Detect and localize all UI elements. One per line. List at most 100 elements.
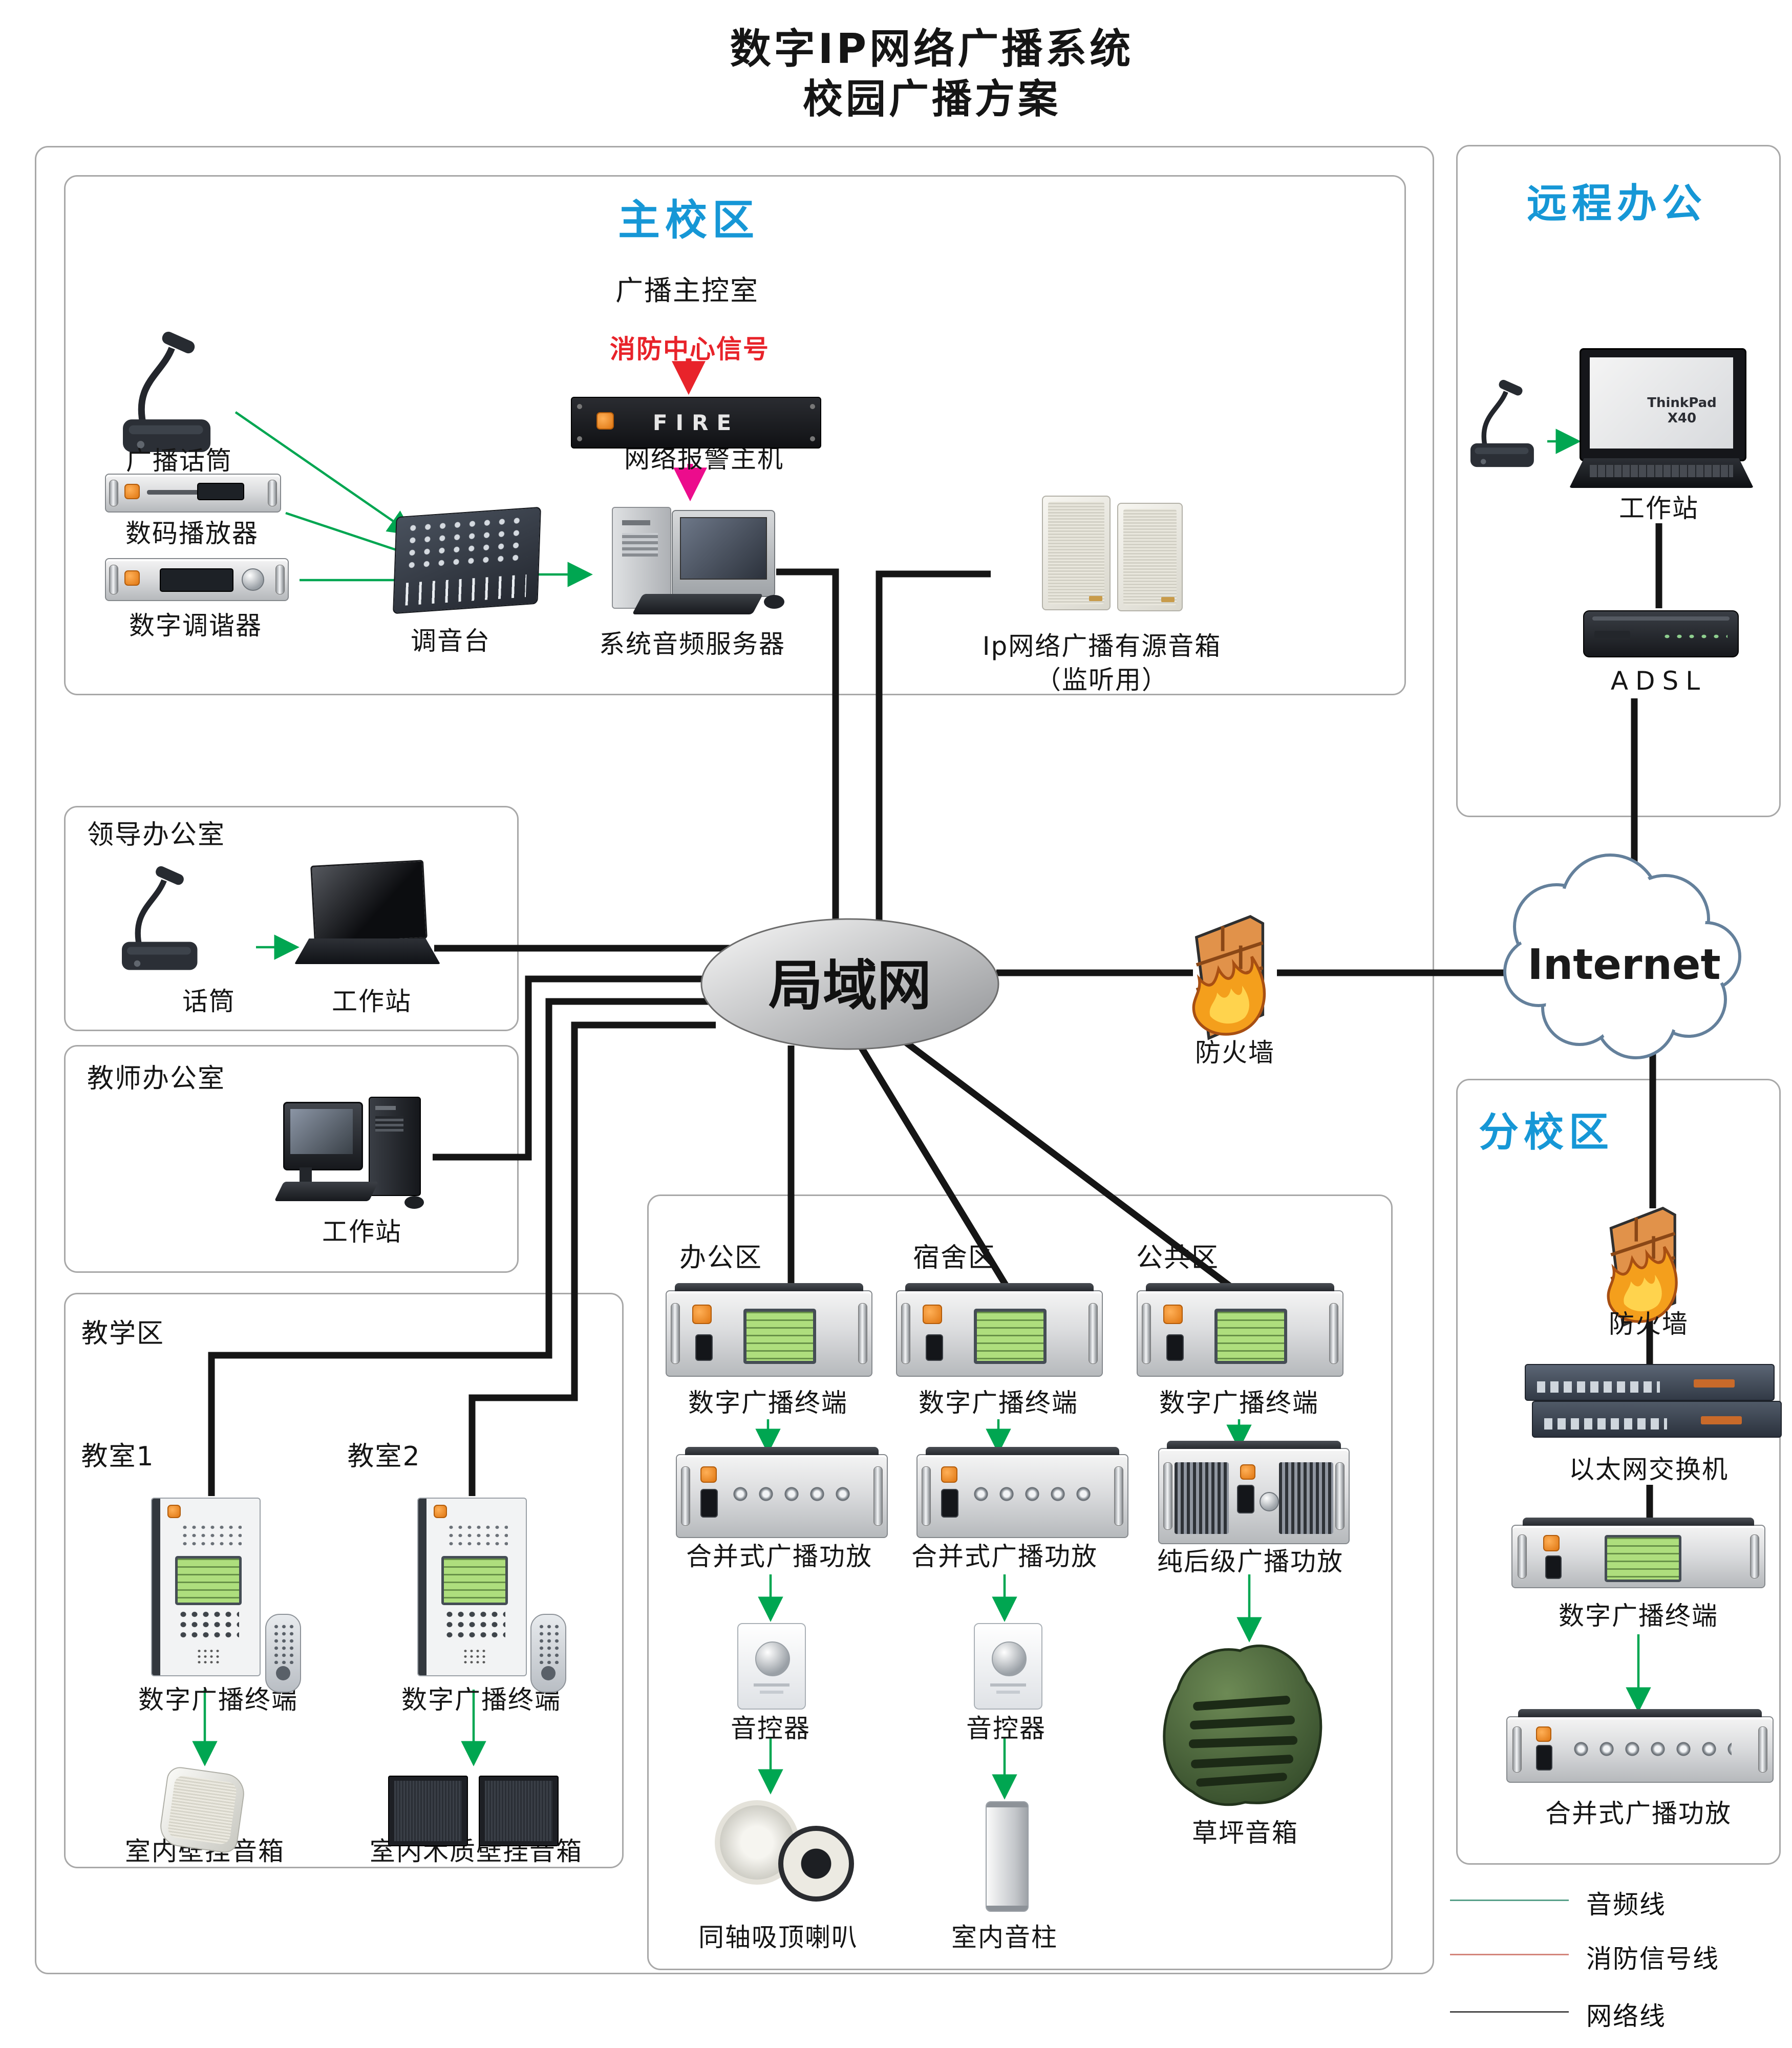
zone-term2-label: 数字广播终端 <box>919 1388 1078 1418</box>
remote-office-title: 远程办公 <box>1526 181 1708 227</box>
internet-cloud: Internet <box>1503 854 1741 1059</box>
main-campus-box <box>64 175 1406 695</box>
zone-term3-label: 数字广播终端 <box>1159 1388 1319 1418</box>
control-room-label: 广播主控室 <box>615 274 759 307</box>
alarm-host-fire-text: FIRE <box>652 410 740 435</box>
volume1-label: 音控器 <box>731 1714 810 1743</box>
zone-terminal3-device <box>1137 1283 1343 1377</box>
player-label: 数码播放器 <box>125 519 259 548</box>
main-campus-title: 主校区 <box>617 196 760 245</box>
lawn-speaker-label: 草坪音箱 <box>1192 1818 1298 1848</box>
volume-controller2-device <box>974 1623 1042 1710</box>
wire-classroom2-lan <box>468 1021 716 1496</box>
ceiling-speaker-label: 同轴吸顶喇叭 <box>698 1923 858 1952</box>
zones-box <box>647 1194 1393 1970</box>
teaching-area-box <box>64 1293 624 1868</box>
adsl-label: ADSL <box>1610 666 1708 696</box>
column-speaker-icon <box>986 1801 1029 1912</box>
alarm-host-logo-icon <box>596 412 614 430</box>
server-label: 系统音频服务器 <box>599 629 785 659</box>
zone-amp1-label: 合并式广播功放 <box>686 1542 872 1571</box>
firewall-label: 防火墙 <box>1195 1038 1275 1068</box>
network-wires <box>208 523 1662 1524</box>
player-device <box>105 474 281 513</box>
wire-classroom1-lan <box>208 998 716 1496</box>
wire-public-zone <box>897 1034 1238 1293</box>
lawn-speaker-icon <box>1163 1645 1322 1806</box>
teacher-office-title: 教师办公室 <box>87 1063 226 1094</box>
leader-laptop-device <box>294 860 440 965</box>
leader-office-title: 领导办公室 <box>87 820 226 850</box>
remote-laptop-brand-text: ThinkPad X40 <box>1647 395 1717 426</box>
outer-box <box>35 146 1434 1974</box>
branch-terminal-device <box>1511 1518 1765 1588</box>
term2-label: 数字广播终端 <box>401 1685 561 1715</box>
teaching-area-title: 教学区 <box>81 1318 165 1349</box>
legend-fire-line <box>1450 1954 1569 1955</box>
teacher-workstation-device <box>274 1096 433 1209</box>
branch-campus-title: 分校区 <box>1478 1110 1614 1156</box>
zone-term1-label: 数字广播终端 <box>688 1388 848 1418</box>
wire-server-lan <box>776 568 839 937</box>
wire-speaker-lan <box>876 570 991 937</box>
column-speaker-label: 室内音柱 <box>951 1923 1058 1952</box>
mixer-label: 调音台 <box>411 626 490 656</box>
page-title-line1: 数字IP网络广播系统 <box>730 25 1134 73</box>
zone-amp2-label: 合并式广播功放 <box>911 1542 1098 1571</box>
mixer-device <box>393 506 541 614</box>
remote-laptop-device: ThinkPad X40 <box>1569 348 1754 489</box>
term1-label: 数字广播终端 <box>138 1685 298 1715</box>
public-zone-label: 公共区 <box>1136 1243 1220 1273</box>
wall-terminal2-device <box>417 1498 527 1676</box>
zone-pure-amp-label: 纯后级广播功放 <box>1157 1547 1343 1576</box>
remote-mic-icon <box>1470 378 1534 467</box>
volume2-label: 音控器 <box>966 1714 1046 1743</box>
ethernet-switch-device <box>1525 1364 1782 1441</box>
fire-signal-label: 消防中心信号 <box>610 334 770 364</box>
leader-mic-icon <box>122 865 198 970</box>
legend-audio-line <box>1450 1900 1569 1901</box>
indoor-wall-speaker-icon <box>158 1765 247 1854</box>
legend-audio-label: 音频线 <box>1586 1890 1666 1919</box>
teacher-ws-label: 工作站 <box>322 1217 402 1247</box>
classroom2-label: 教室2 <box>347 1441 421 1472</box>
zone-amp2-device <box>916 1447 1128 1538</box>
zone-amp1-device <box>676 1447 888 1538</box>
wire-teacher-lan <box>433 975 719 1161</box>
remote-control2-icon <box>530 1614 566 1693</box>
wood-speaker-right-icon <box>479 1776 559 1846</box>
volume-controller1-device <box>737 1623 806 1710</box>
branch-firewall-label: 防火墙 <box>1609 1309 1689 1339</box>
remote-control1-icon <box>265 1614 301 1693</box>
page-title-line2: 校园广播方案 <box>802 76 1061 122</box>
dorm-zone-label: 宿舍区 <box>912 1243 996 1273</box>
remote-ws-label: 工作站 <box>1619 494 1699 523</box>
classroom1-label: 教室1 <box>81 1441 155 1472</box>
lan-ellipse <box>700 918 999 1050</box>
alarm-host-label: 网络报警主机 <box>624 444 784 474</box>
broadcast-mic-label: 广播话筒 <box>126 446 232 476</box>
monitor-speaker-label1: Ip网络广播有源音箱 <box>982 631 1222 661</box>
zone-terminal2-device <box>896 1283 1103 1377</box>
monitor-speaker-right <box>1117 503 1183 611</box>
internet-label: Internet <box>1527 941 1720 989</box>
branch-firewall-icon <box>1608 1208 1676 1326</box>
lan-label: 局域网 <box>769 954 931 1017</box>
broadcast-mic-icon <box>123 330 210 452</box>
branch-terminal-label: 数字广播终端 <box>1559 1601 1718 1631</box>
leader-ws-label: 工作站 <box>332 987 412 1016</box>
arrow-mic-mixer <box>234 411 414 536</box>
ceiling-speaker2-icon <box>778 1826 854 1902</box>
legend-fire-label: 消防信号线 <box>1586 1944 1719 1974</box>
wood-speaker-left-icon <box>388 1776 468 1846</box>
leader-mic-label: 话筒 <box>182 987 236 1016</box>
office-zone-label: 办公区 <box>679 1243 763 1273</box>
wire-dorm-zone <box>857 1043 1011 1290</box>
branch-amp-label: 合并式广播功放 <box>1545 1799 1732 1828</box>
tuner-label: 数字调谐器 <box>129 611 262 641</box>
zone-pure-amp-device <box>1158 1441 1350 1544</box>
adsl-modem-device <box>1583 610 1739 657</box>
tuner-device <box>105 558 289 601</box>
